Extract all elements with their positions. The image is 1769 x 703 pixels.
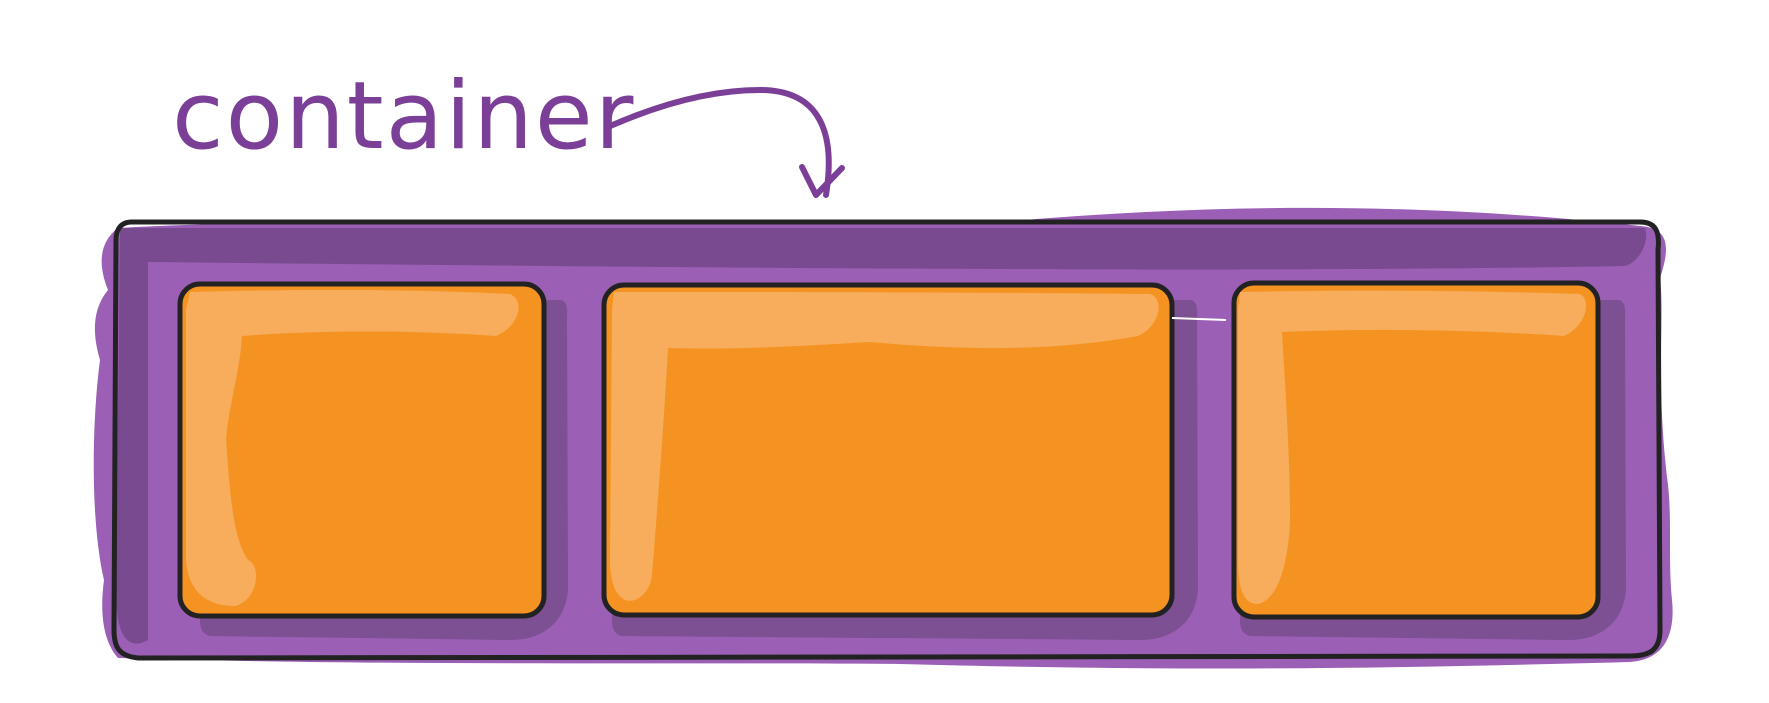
- flex-item-2: [601, 282, 1227, 640]
- container-label: container: [172, 62, 636, 171]
- item-fill: [1231, 280, 1601, 620]
- item-fill: [601, 282, 1175, 618]
- container-outline: [111, 219, 1663, 661]
- item-highlight: [186, 290, 519, 606]
- connector-line: [1171, 317, 1227, 321]
- flex-item-1: [177, 281, 568, 640]
- flex-item-3: [1231, 280, 1626, 640]
- item-fill: [177, 281, 547, 619]
- arrow-icon: [605, 87, 845, 198]
- item-highlight: [610, 292, 1159, 601]
- item-highlight: [1238, 290, 1587, 604]
